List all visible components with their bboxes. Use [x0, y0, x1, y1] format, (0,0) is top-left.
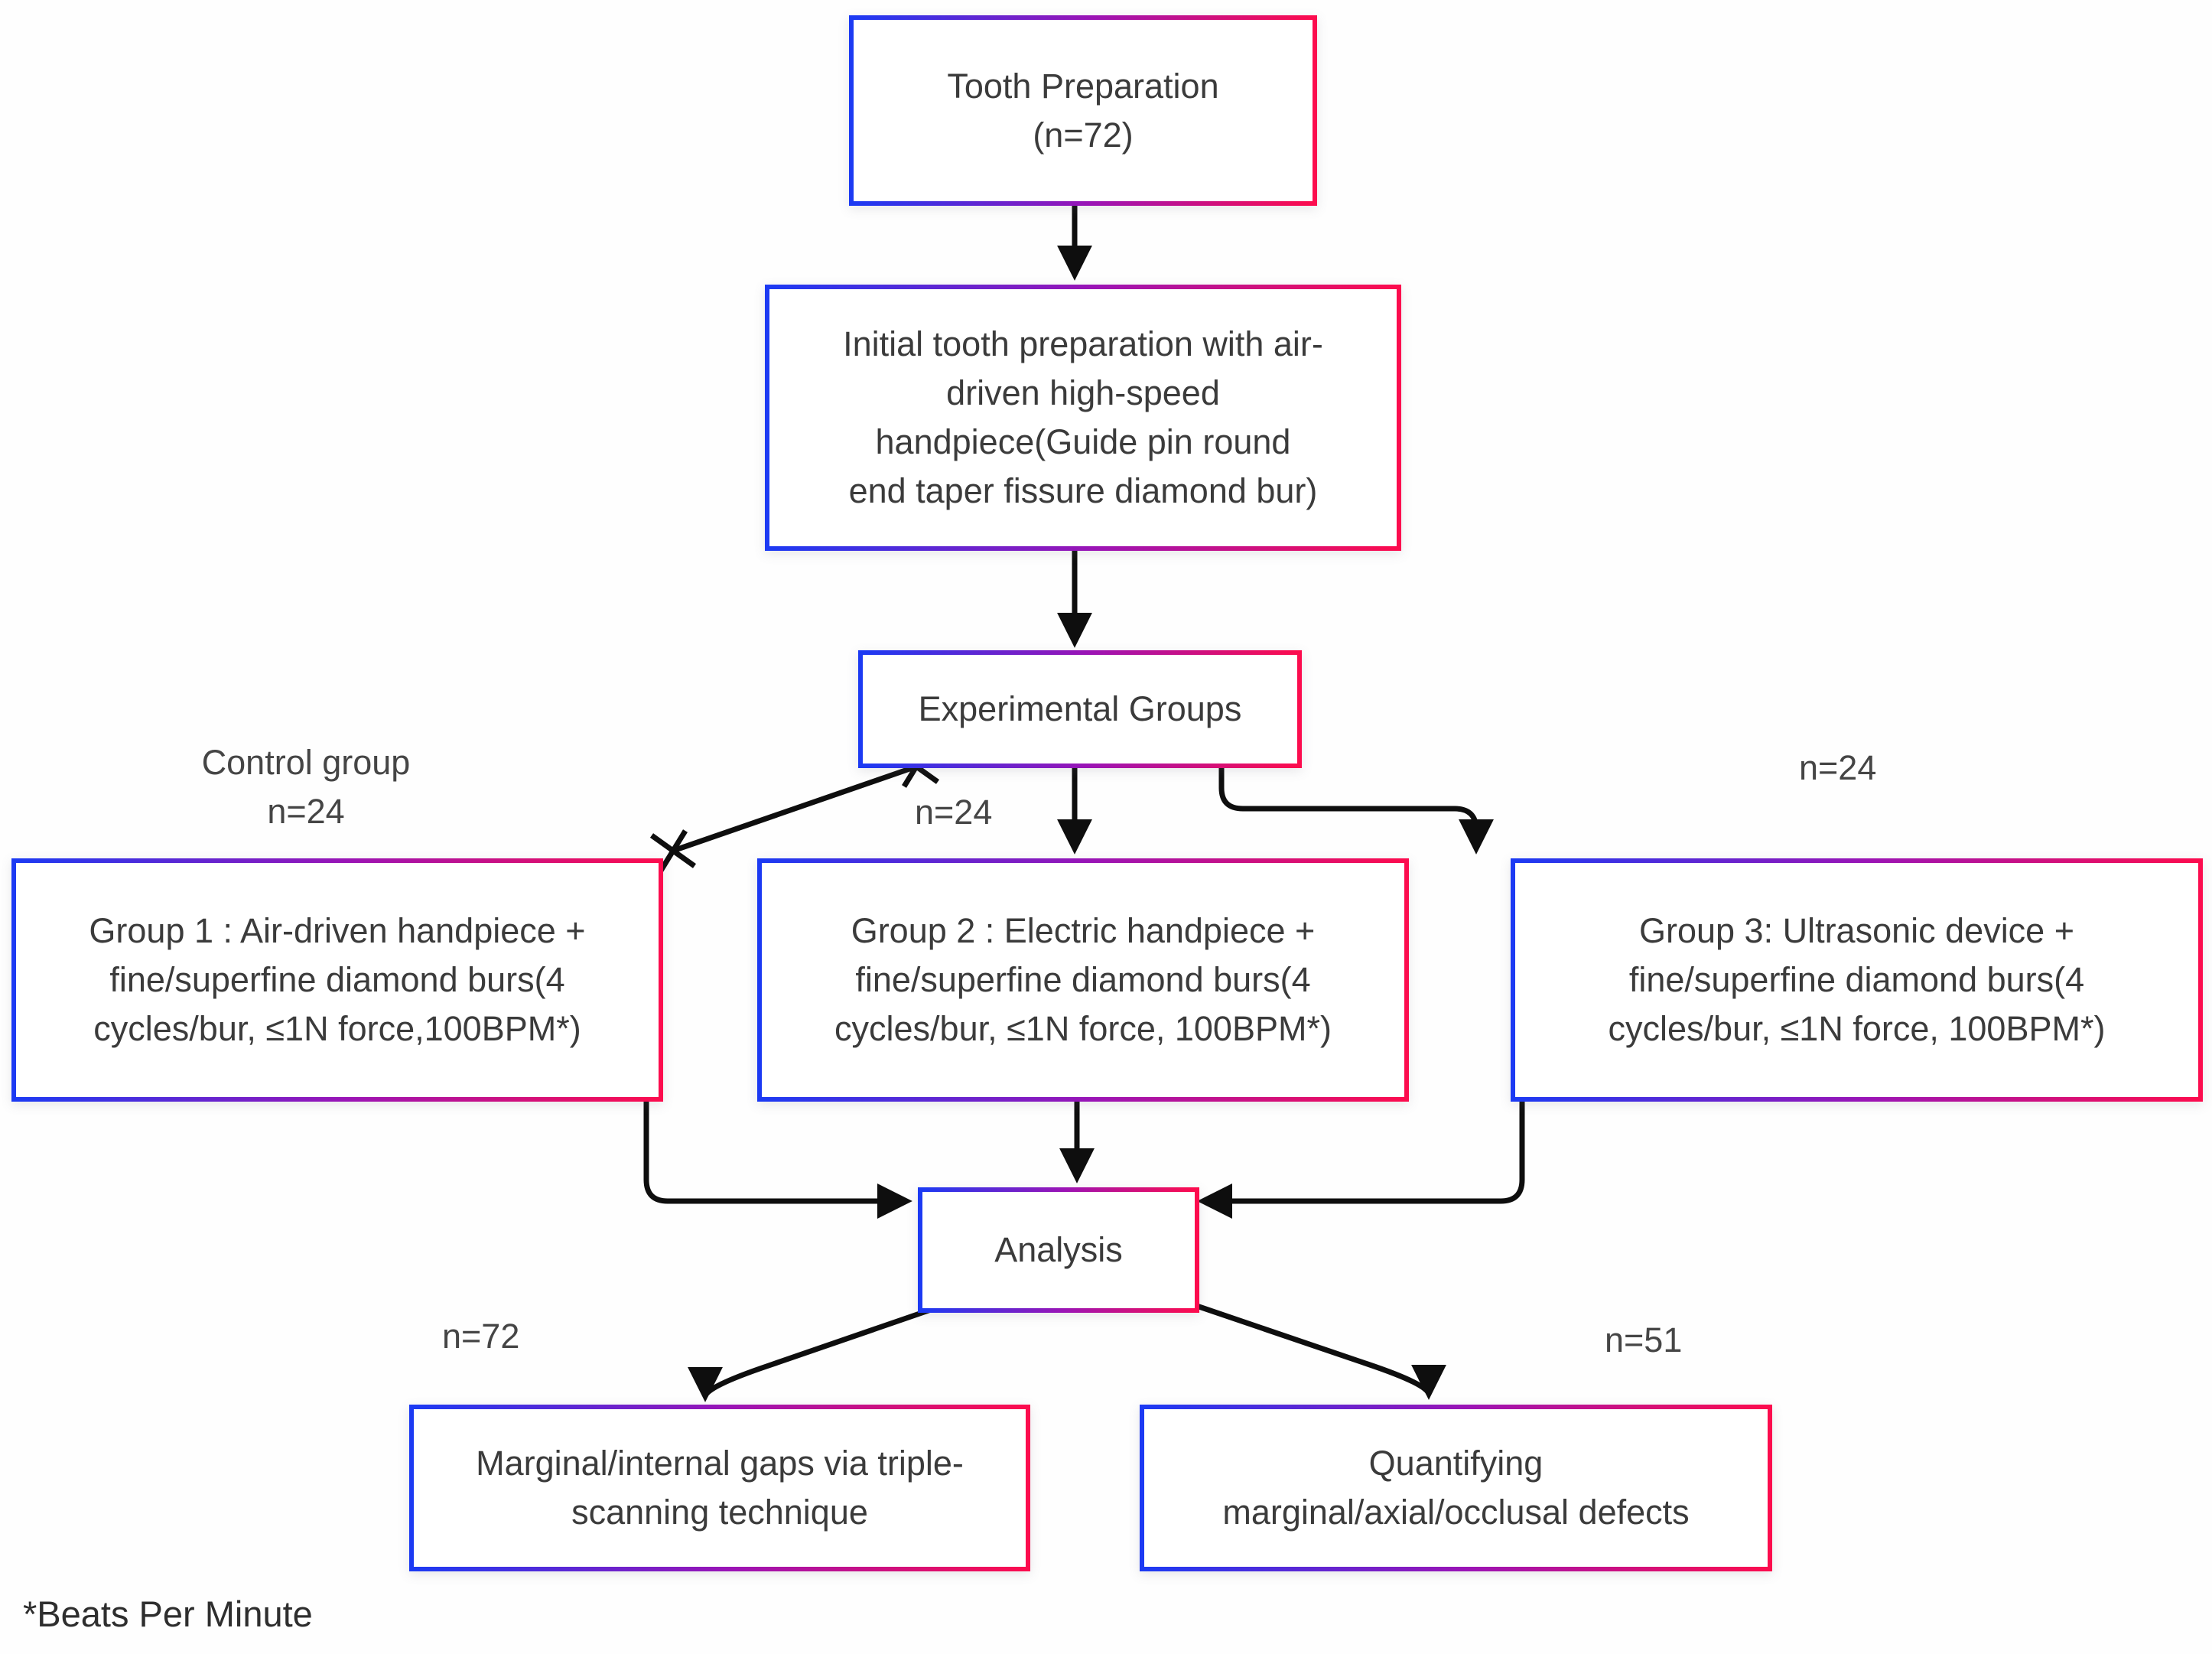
node-initial-preparation: Initial tooth preparation with air- driv…	[765, 285, 1401, 551]
node-quantifying-defects-text: Quantifying marginal/axial/occlusal defe…	[1222, 1444, 1690, 1532]
footnote-beats-per-minute: *Beats Per Minute	[23, 1594, 313, 1634]
label-n24-middle: n=24	[915, 793, 993, 832]
node-group-2: Group 2 : Electric handpiece + fine/supe…	[757, 858, 1409, 1102]
line-experimental-to-group1	[672, 764, 918, 854]
node-quantifying-defects: Quantifying marginal/axial/occlusal defe…	[1140, 1405, 1772, 1571]
node-group-2-text: Group 2 : Electric handpiece + fine/supe…	[834, 911, 1332, 1048]
node-tooth-preparation-text: Tooth Preparation (n=72)	[947, 66, 1219, 155]
tick-x-lower-b	[659, 829, 688, 872]
label-n24-right: n=24	[1799, 748, 1877, 787]
arrow-analysis-to-gaps	[688, 1299, 955, 1402]
node-experimental-groups: Experimental Groups	[858, 650, 1302, 768]
node-experimental-groups-text: Experimental Groups	[918, 689, 1242, 729]
node-marginal-internal-gaps: Marginal/internal gaps via triple- scann…	[409, 1405, 1030, 1571]
arrow-analysis-to-defects	[1184, 1299, 1446, 1400]
node-group-3-text: Group 3: Ultrasonic device + fine/superf…	[1608, 911, 2106, 1048]
node-group-1-text: Group 1 : Air-driven handpiece + fine/su…	[89, 911, 586, 1048]
node-group-3: Group 3: Ultrasonic device + fine/superf…	[1511, 858, 2203, 1102]
arrow-group3-to-analysis	[1197, 1095, 1525, 1219]
node-marginal-internal-gaps-text: Marginal/internal gaps via triple- scann…	[476, 1444, 964, 1532]
node-group-1: Group 1 : Air-driven handpiece + fine/su…	[11, 858, 663, 1102]
node-tooth-preparation: Tooth Preparation (n=72)	[849, 15, 1317, 206]
node-analysis: Analysis	[918, 1187, 1199, 1313]
node-analysis-text: Analysis	[994, 1230, 1123, 1270]
arrow-experimental-to-group3	[1218, 761, 1494, 855]
label-n72: n=72	[442, 1317, 520, 1356]
label-n51: n=51	[1605, 1320, 1683, 1359]
label-control-group-n24: Control group n=24	[201, 743, 411, 831]
node-initial-preparation-text: Initial tooth preparation with air- driv…	[843, 324, 1323, 510]
arrow-group1-to-analysis	[643, 1095, 912, 1219]
